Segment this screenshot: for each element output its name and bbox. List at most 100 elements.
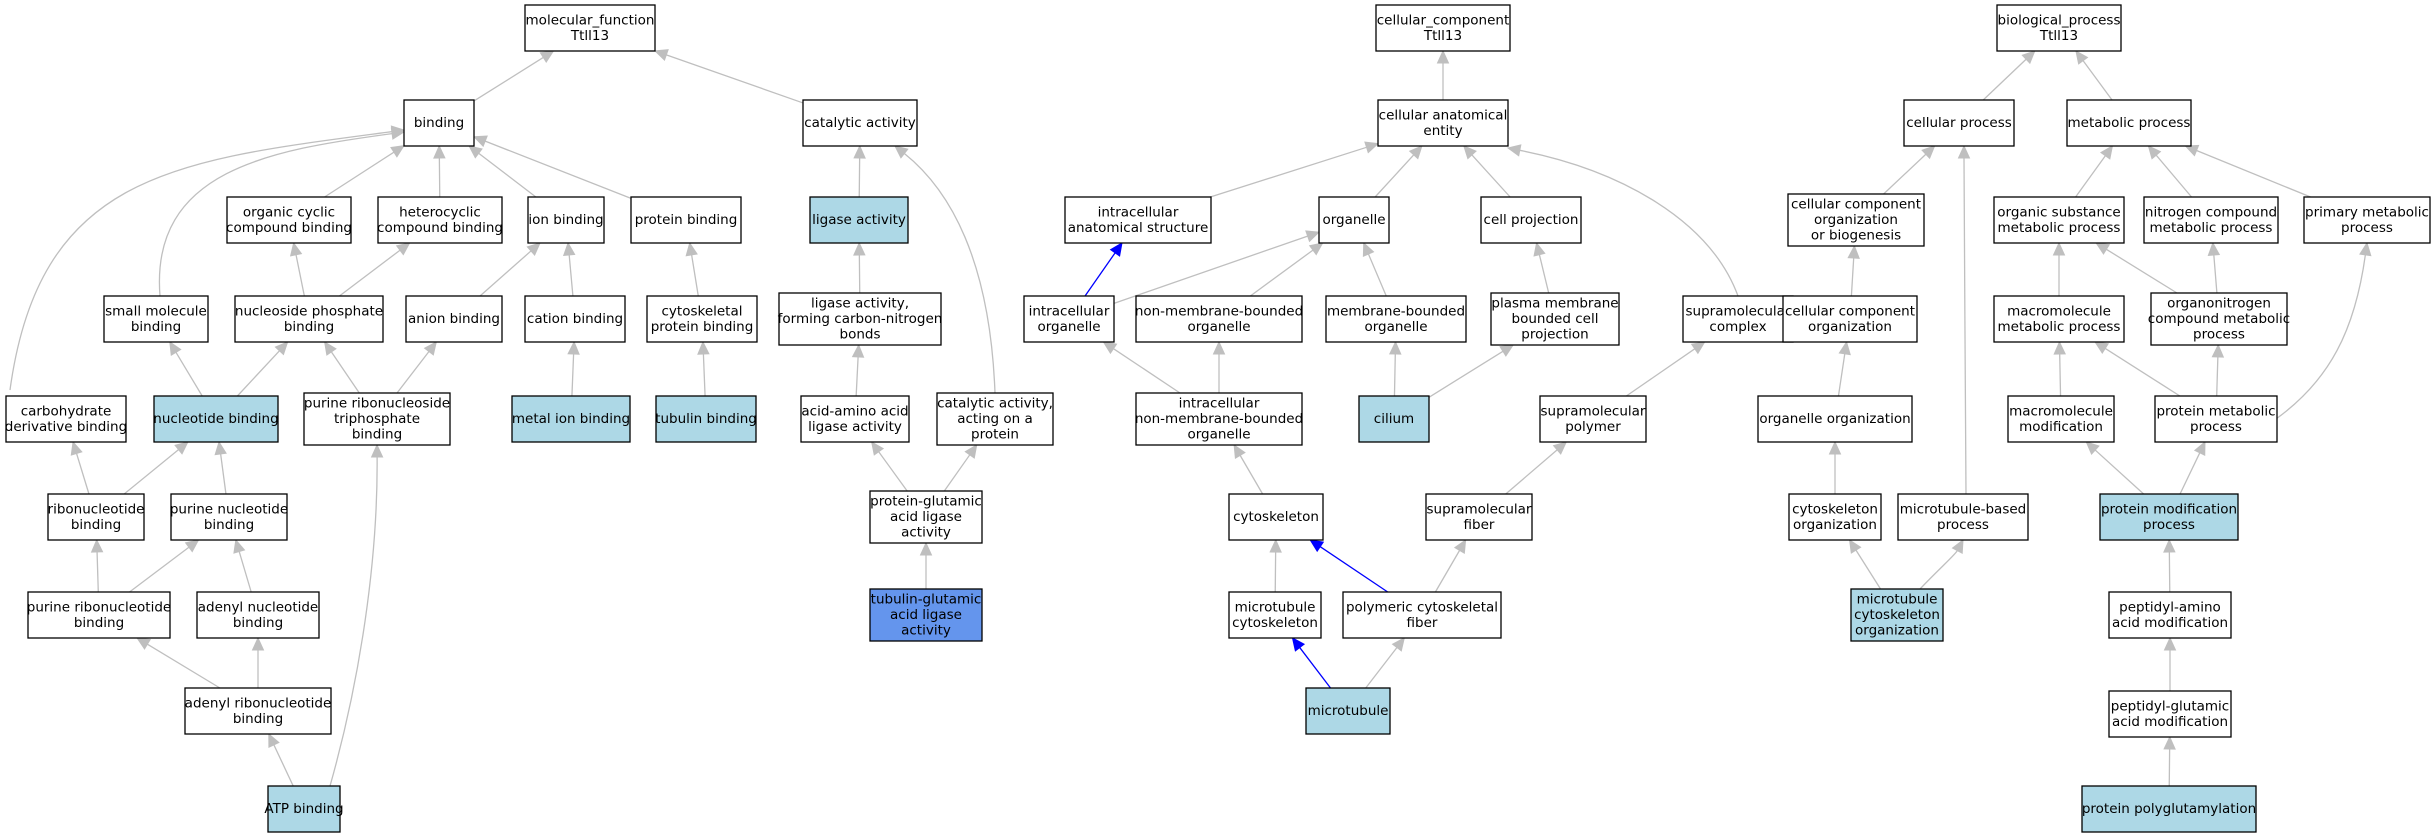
node-label: metabolic process [1998,220,2121,236]
go-term-node-nucleotide-binding[interactable]: nucleotide binding [153,395,279,443]
edge-line [1113,348,1181,394]
go-term-node-tubulin-binding[interactable]: tubulin binding [655,395,757,443]
go-term-node-metal-ion[interactable]: metal ion binding [511,395,631,443]
go-term-node-binding[interactable]: binding [403,99,475,147]
go-term-node-cation-binding[interactable]: cation binding [524,295,626,343]
node-label: plasma membrane [1491,296,1618,312]
node-label: protein metabolic [2156,403,2275,419]
go-term-node-ligase-cn[interactable]: ligase activity,forming carbon-nitrogenb… [778,292,943,346]
arrowhead-icon [1847,244,1860,259]
go-term-node-catalytic-activity[interactable]: catalytic activity [802,99,918,147]
go-term-node-ligase-activity[interactable]: ligase activity [809,196,909,244]
node-label: nucleoside phosphate [235,303,383,319]
edge-protein_glutamic_ligase-to-acid_amino_ligase [870,441,908,492]
node-box [226,196,352,244]
go-term-node-metabolic-process[interactable]: metabolic process [2066,99,2192,147]
go-term-node-organelle-org[interactable]: organelle organization [1757,395,1913,443]
node-box [1228,493,1324,541]
node-box [511,395,631,443]
edge-line [484,140,632,200]
go-term-node-cell-projection[interactable]: cell projection [1480,196,1582,244]
node-box [2150,292,2288,346]
go-term-node-protein-binding[interactable]: protein binding [630,196,742,244]
node-box [1787,193,1925,247]
node-box [1064,196,1212,244]
go-term-node-cytoskeleton[interactable]: cytoskeleton [1228,493,1324,541]
node-label: non-membrane-bounded [1135,303,1303,319]
go-term-node-microtubule[interactable]: microtubule [1305,687,1391,735]
arrowhead-icon [174,441,189,455]
node-label: membrane-bounded [1327,303,1465,319]
node-box [2154,395,2278,443]
go-term-node-intracellular-nmb[interactable]: intracellularnon-membrane-boundedorganel… [1135,392,1303,446]
edge-line [158,132,393,297]
go-term-node-organelle[interactable]: organelle [1318,196,1390,244]
edge-protein_metabolic-to-macromolecule_metabolic [2094,341,2181,397]
edge-ribonucleotide-to-carbohydrate_deriv [70,440,90,495]
arrowhead-icon [2053,340,2066,355]
node-label: fiber [1464,517,1495,533]
arrowhead-icon [136,637,152,650]
go-term-node-protein-polyglut[interactable]: protein polyglutamylation [2081,785,2257,833]
node-label: metabolic process [2150,220,2273,236]
edge-line [2275,254,2367,420]
go-term-node-anion-binding[interactable]: anion binding [405,295,503,343]
go-term-node-cellular-process[interactable]: cellular process [1903,99,2015,147]
go-term-node-cilium[interactable]: cilium [1358,395,1430,443]
node-label: ligase activity, [811,296,909,312]
edge-cation_binding-to-ion_binding [562,241,576,297]
go-term-node-ion-binding[interactable]: ion binding [527,196,605,244]
edge-catalytic_protein-to-catalytic_activity [894,145,996,394]
go-term-node-atp-binding[interactable]: ATP binding [264,785,344,833]
node-box [1993,295,2125,343]
edge-line [2213,254,2218,294]
edge-peptidyl_glutamic-to-peptidyl_amino [2163,636,2177,691]
edge-nucleoside_phosphate-to-organic_cyclic [289,241,305,297]
